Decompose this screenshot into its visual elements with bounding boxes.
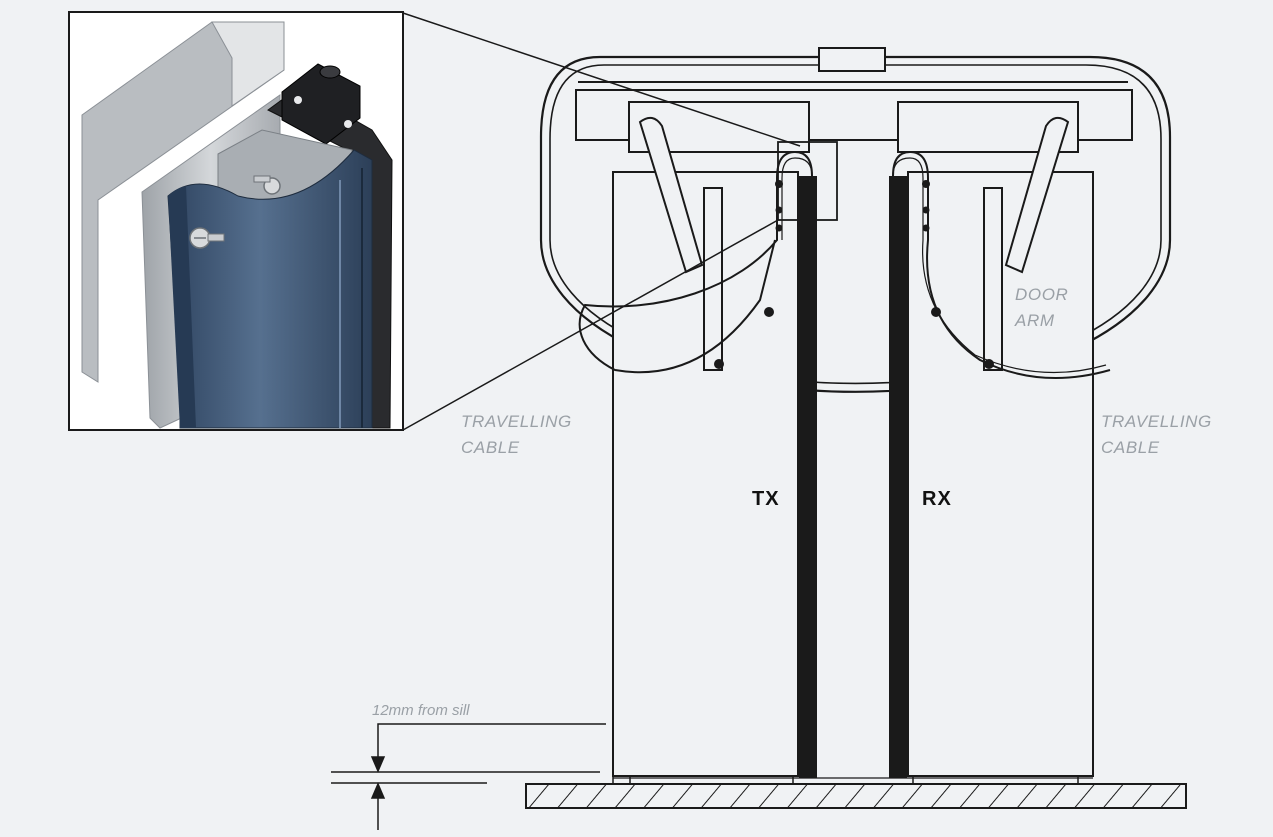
door-arm-label: DOOR ARM bbox=[1015, 285, 1069, 330]
rx-label: RX bbox=[922, 488, 952, 510]
travelling-cable-label-left: TRAVELLING CABLE bbox=[461, 412, 572, 457]
header-housing bbox=[539, 47, 1172, 393]
right-door-arm bbox=[1004, 116, 1070, 274]
tx-edge-strip bbox=[799, 176, 817, 778]
sill-offset-label: 12mm from sill bbox=[372, 702, 470, 719]
left-door-slot bbox=[703, 187, 723, 371]
callout-lines bbox=[402, 12, 801, 431]
left-door-arm bbox=[638, 116, 704, 274]
screw-icon bbox=[189, 227, 225, 249]
travelling-cable-label-right: TRAVELLING CABLE bbox=[1101, 412, 1212, 457]
tx-label: TX bbox=[752, 488, 780, 510]
right-door-slot bbox=[983, 187, 1003, 371]
sill-dimension bbox=[331, 723, 606, 830]
door-arms bbox=[638, 116, 1070, 371]
light-curtain-edges bbox=[799, 176, 907, 778]
rx-edge-strip bbox=[889, 176, 907, 778]
cable-clamps bbox=[714, 180, 994, 369]
screw-icon bbox=[253, 175, 281, 195]
edge-detail-inset bbox=[68, 11, 404, 431]
door-sill bbox=[525, 776, 1187, 809]
